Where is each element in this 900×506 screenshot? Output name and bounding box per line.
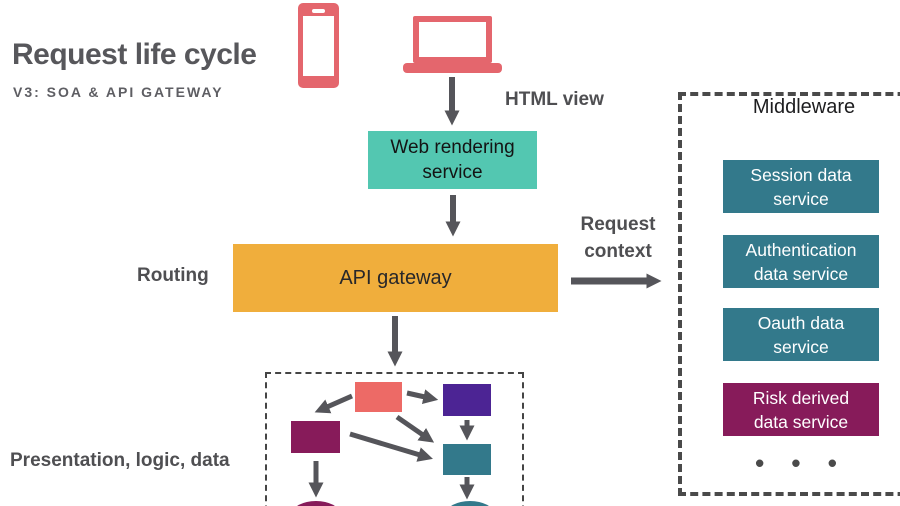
flow-purple-node xyxy=(443,384,491,416)
routing-label: Routing xyxy=(137,265,209,286)
middleware-title: Middleware xyxy=(752,96,856,118)
laptop-screen xyxy=(413,16,492,63)
service-authentication-data: Authentication data service xyxy=(723,235,879,288)
flow-coral-node xyxy=(355,382,402,412)
page-subtitle: V3: SOA & API GATEWAY xyxy=(13,84,224,100)
html-view-label: HTML view xyxy=(505,89,604,110)
laptop-base xyxy=(403,63,502,73)
phone-screen xyxy=(303,16,334,76)
presentation-logic-data-label: Presentation, logic, data xyxy=(10,450,230,471)
service-session-data: Session data service xyxy=(723,160,879,213)
phone-icon xyxy=(298,3,339,88)
laptop-icon xyxy=(403,16,502,73)
service-risk-derived-data: Risk derived data service xyxy=(723,383,879,436)
phone-speaker xyxy=(312,9,325,13)
flow-magenta-node xyxy=(291,421,340,453)
page-title: Request life cycle xyxy=(12,38,257,71)
flow-magenta-ellipse xyxy=(292,501,340,506)
api-gateway-node: API gateway xyxy=(233,244,558,312)
middleware-panel xyxy=(678,92,900,496)
request-context-label: Request context xyxy=(580,214,656,262)
flow-teal-ellipse xyxy=(446,501,494,506)
presentation-flow-panel xyxy=(265,372,524,506)
flow-teal-node xyxy=(443,444,491,475)
web-rendering-service-node: Web rendering service xyxy=(368,131,537,189)
service-oauth-data: Oauth data service xyxy=(723,308,879,361)
more-services-ellipsis: • • • xyxy=(755,448,847,478)
